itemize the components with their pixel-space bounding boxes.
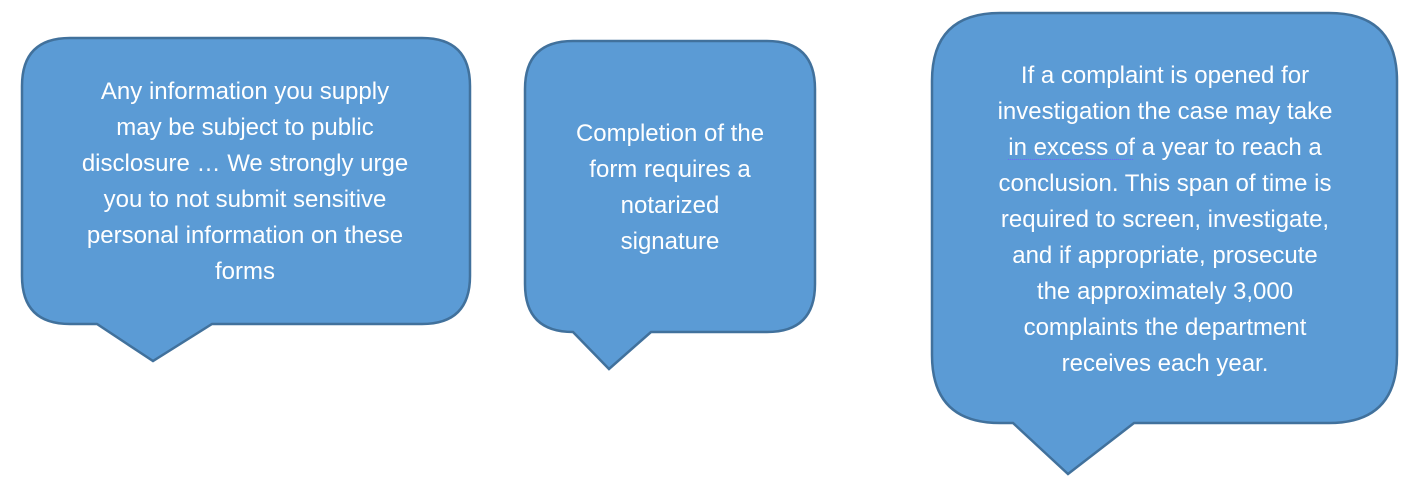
bubble-3-line: the approximately 3,000 [1036, 278, 1294, 305]
bubble-2-line: notarized [620, 192, 720, 219]
bubble-1-line: may be subject to public [116, 114, 374, 141]
bubble-2-line: Completion of the [575, 120, 765, 147]
speech-bubble-3-text: If a complaint is opened for investigati… [955, 58, 1375, 382]
bubble-3-line: complaints the department [1023, 314, 1307, 341]
speech-bubble-2-shape [523, 39, 817, 371]
bubble-1-line: personal information on these [86, 222, 404, 249]
speech-bubble-3-shape [930, 11, 1399, 476]
bubble-3-line: conclusion. This span of time is [998, 170, 1332, 197]
bubble-3-line: required to screen, investigate, [1000, 206, 1330, 233]
bubble-3-line: and if appropriate, prosecute [1012, 242, 1318, 269]
bubble-3-line: If a complaint is opened for [1020, 62, 1310, 89]
proofing-underline: in excess of [1008, 134, 1135, 161]
bubble-1-line: disclosure … We strongly urge [81, 150, 409, 177]
speech-bubble-1-text: Any information you supply may be subjec… [55, 74, 435, 290]
bubble-1-line: you to not submit sensitive [103, 186, 387, 213]
bubble-2-line: form requires a [589, 156, 751, 183]
bubble-3-line: receives each year. [1061, 350, 1269, 377]
speech-bubble-1-shape [20, 36, 472, 363]
bubble-1-line: forms [215, 258, 275, 285]
bubble-3-line: investigation the case may take [997, 98, 1333, 125]
speech-bubble-2-text: Completion of the form requires a notari… [545, 116, 795, 260]
bubble-2-line: signature [620, 228, 720, 255]
bubble-1-line: Any information you supply [100, 78, 390, 105]
bubble-3-line: in excess of a year to reach a [1008, 134, 1322, 161]
